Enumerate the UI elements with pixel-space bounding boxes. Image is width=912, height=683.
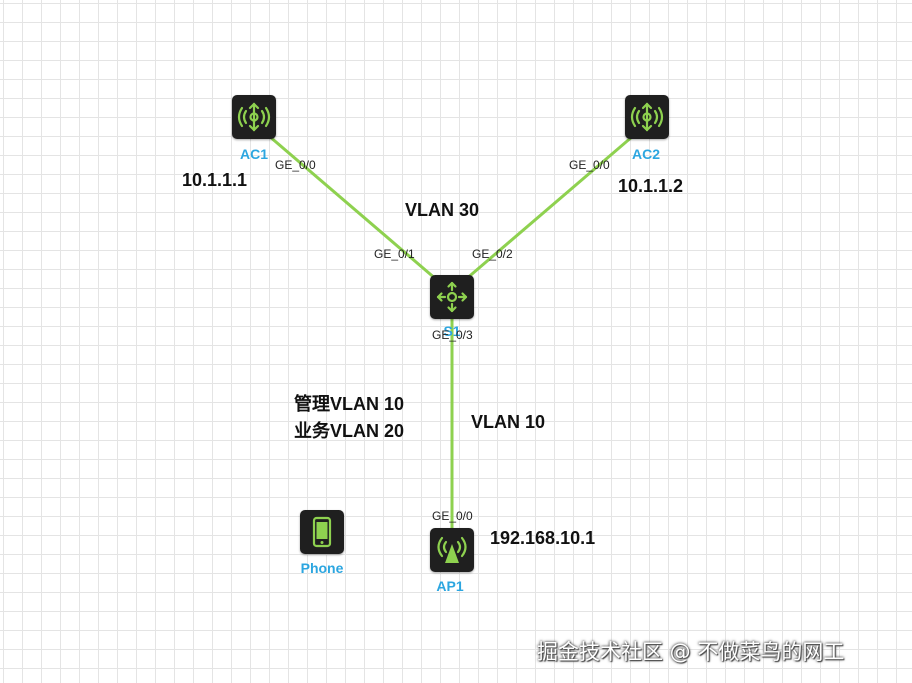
ac1-device[interactable] [232,95,276,139]
ap1-ip: 192.168.10.1 [490,528,596,548]
phone-device[interactable] [300,510,344,554]
wireless-ac-icon [237,102,271,132]
ac2-device[interactable] [625,95,669,139]
ac1-port-label: GE_0/0 [275,158,316,172]
switch-port-left-label: GE_0/1 [374,247,415,261]
phone-label: Phone [300,560,344,576]
access-point-icon [437,536,467,563]
switch-s1-label: S1 [443,323,461,339]
link-ac1-s1 [261,128,438,282]
mgmt-vlan-label: 管理VLAN 10 [294,394,405,414]
ap1-label: AP1 [436,578,464,594]
watermark: 掘金技术社区 @ 不做菜鸟的网工 [537,640,845,664]
ap1-device[interactable] [430,528,474,572]
ac1-label: AC1 [239,146,268,162]
switch-port-right-label: GE_0/2 [472,247,513,261]
vlan-upper-label: VLAN 30 [405,200,480,220]
ac2-ip: 10.1.1.2 [618,176,684,196]
wireless-ac-icon [630,102,664,132]
ac1-ip: 10.1.1.1 [182,170,248,190]
vlan-lower-label: VLAN 10 [471,412,546,432]
ap1-port-label: GE_0/0 [432,509,473,523]
ac2-port-label: GE_0/0 [569,158,610,172]
link-ac2-s1 [464,128,641,282]
switch-s1-device[interactable] [430,275,474,319]
phone-icon [312,516,332,548]
service-vlan-label: 业务VLAN 20 [294,421,405,441]
ac2-label: AC2 [631,146,660,162]
switch-port-down-label: GE_0/3 [432,328,473,342]
switch-icon [436,281,468,313]
